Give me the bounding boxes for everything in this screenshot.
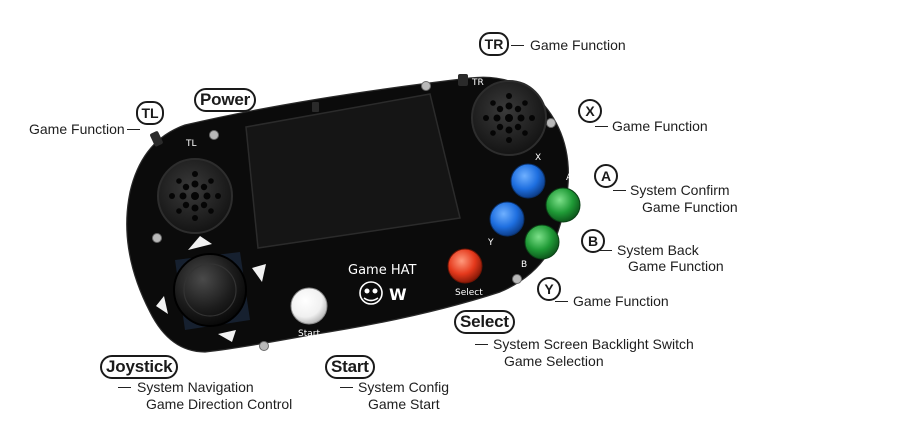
- b-button[interactable]: [524, 224, 560, 260]
- x-callout-text: Game Function: [612, 118, 708, 134]
- joystick-callout-text-2: Game Direction Control: [146, 396, 293, 412]
- start-callout-text-1: System Config: [358, 379, 450, 395]
- b-callout-text-1: System Back: [617, 242, 699, 258]
- joystick-callout-dash: [118, 387, 131, 388]
- select-silk-label: Select: [455, 288, 483, 298]
- a-callout-text-2: Game Function: [642, 199, 738, 215]
- joystick-callout-text-1: System Navigation: [137, 379, 254, 395]
- start-silk-label: Start: [298, 329, 320, 339]
- x-button[interactable]: [510, 163, 546, 199]
- a-callout-key: A: [594, 164, 618, 188]
- start-callout-text-2: Game Start: [368, 396, 440, 412]
- tl-callout-text: Game Function: [29, 121, 125, 137]
- lcd-screen: [245, 93, 461, 249]
- tr-callout-key: TR: [479, 32, 509, 56]
- dpad-arrow-icons: [156, 236, 266, 342]
- logo-icon: [359, 281, 383, 305]
- tl-callout-key: TL: [136, 101, 164, 125]
- right-speaker: [471, 80, 547, 156]
- y-callout-text: Game Function: [573, 293, 669, 309]
- tl-silk-label: TL: [185, 139, 197, 149]
- select-callout-dash: [475, 344, 488, 345]
- a-callout-text-1: System Confirm: [630, 182, 730, 198]
- select-callout-key: Select: [454, 310, 515, 334]
- select-callout-text-2: Game Selection: [504, 353, 604, 369]
- a-callout-dash: [613, 190, 626, 191]
- tl-callout-dash: [127, 129, 140, 130]
- b-callout-text-2: Game Function: [628, 258, 724, 274]
- b-callout-key: B: [581, 229, 605, 253]
- tr-silk-label: TR: [471, 78, 484, 88]
- joystick-callout-key: Joystick: [100, 355, 179, 379]
- y-callout-key: Y: [537, 277, 561, 301]
- x-callout-key: X: [578, 99, 602, 123]
- start-callout-dash: [340, 387, 353, 388]
- tr-callout-dash: [511, 45, 524, 46]
- b-callout-dash: [599, 250, 612, 251]
- y-button[interactable]: [489, 201, 525, 237]
- board-title: Game HAT: [348, 263, 416, 278]
- joystick[interactable]: [173, 252, 250, 330]
- power-callout-key: Power: [194, 88, 257, 112]
- y-silk-label: Y: [487, 238, 494, 248]
- a-silk-label: A: [566, 173, 573, 183]
- tr-shoulder-button[interactable]: [458, 74, 468, 86]
- y-callout-dash: [555, 301, 568, 302]
- left-speaker: [157, 158, 233, 234]
- x-callout-dash: [595, 126, 608, 127]
- a-button[interactable]: [545, 187, 581, 223]
- tr-callout-text: Game Function: [530, 37, 626, 53]
- brand-mark: W: [389, 285, 407, 304]
- b-silk-label: B: [521, 260, 527, 270]
- start-button[interactable]: [290, 287, 328, 325]
- x-silk-label: X: [535, 153, 541, 163]
- start-callout-key: Start: [325, 355, 375, 379]
- tl-shoulder-button[interactable]: [149, 131, 163, 147]
- select-button[interactable]: [447, 248, 483, 284]
- power-switch[interactable]: [312, 102, 319, 112]
- select-callout-text-1: System Screen Backlight Switch: [493, 336, 694, 352]
- screw-holes: [152, 81, 556, 351]
